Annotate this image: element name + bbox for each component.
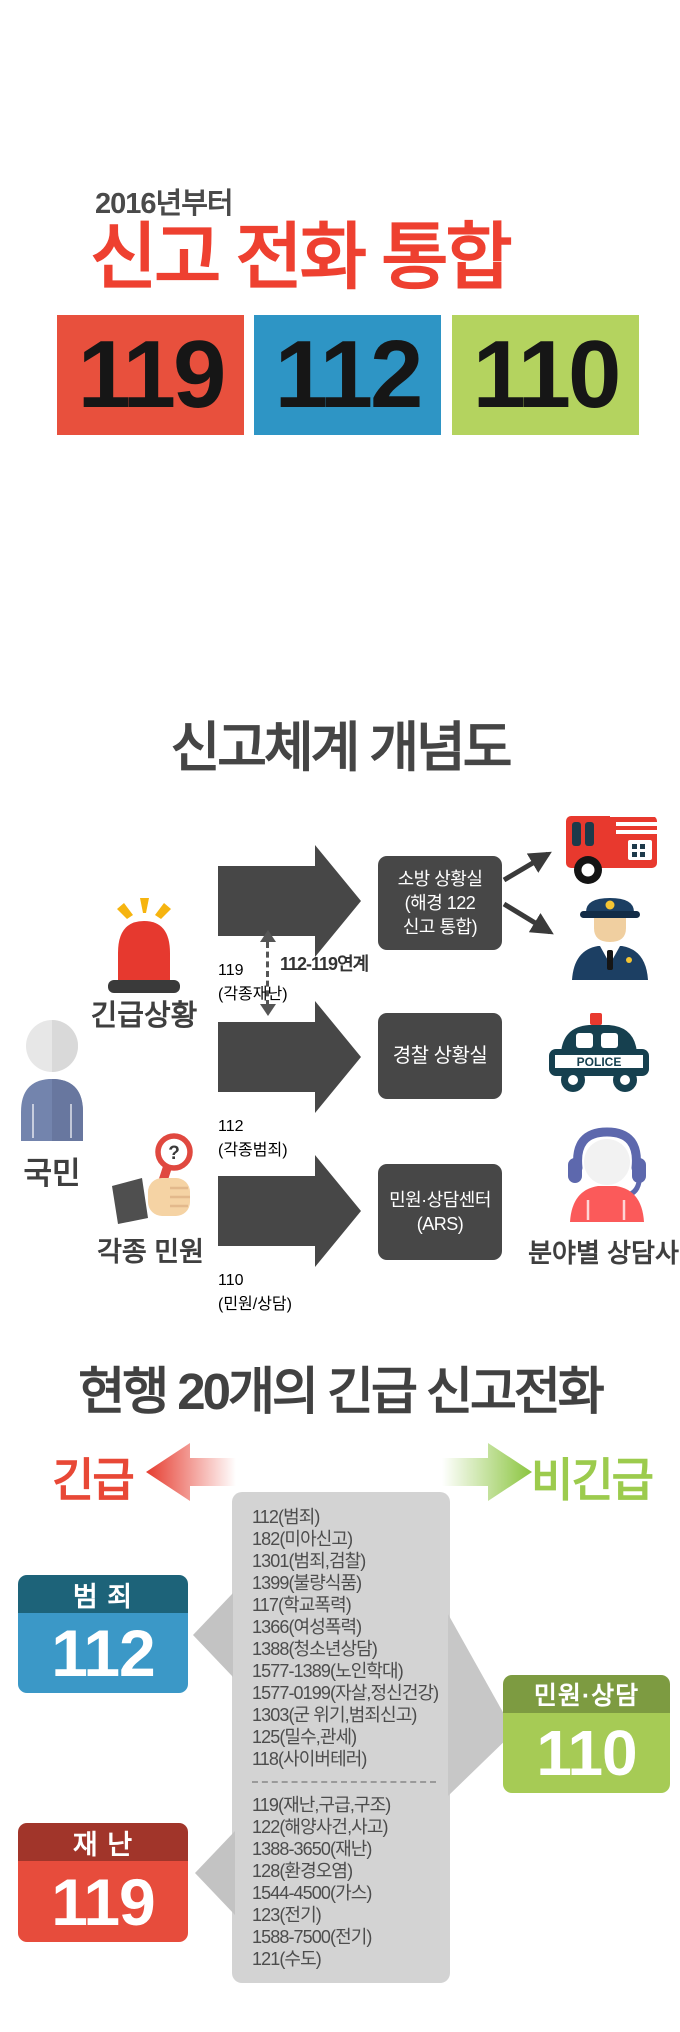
urgent-left-arrow — [146, 1443, 236, 1501]
hotline-list-box: 112(범죄)182(미아신고)1301(범죄,검찰)1399(불량식품)117… — [232, 1492, 450, 1983]
hotline-item: 182(미아신고) — [252, 1529, 353, 1549]
hotline-item: 1388(청소년상담) — [252, 1639, 378, 1659]
hotline-item: 119(재난,구급,구조) — [252, 1795, 391, 1815]
arrow-112-shape — [218, 1001, 361, 1113]
emergency-situation-label: 긴급상황 — [90, 1000, 198, 1032]
magnifier-question-mark: ? — [168, 1143, 180, 1164]
hotline-item: 1388-3650(재난) — [252, 1839, 372, 1859]
hotline-item: 122(해양사건,사고) — [252, 1817, 388, 1837]
hotline-item: 125(밀수,관세) — [252, 1727, 357, 1747]
police-car-icon: POLICE — [549, 1013, 649, 1092]
hotline-item: 117(학교폭력) — [252, 1595, 352, 1615]
hotline-item: 1577-1389(노인학대) — [252, 1661, 404, 1681]
urgent-hotline-list: 112(범죄)182(미아신고)1301(범죄,검찰)1399(불량식품)117… — [252, 1506, 450, 1770]
notch-to-disaster-box — [195, 1831, 235, 1915]
list-divider — [252, 1781, 436, 1783]
civil-counsel-center-box: 민원·상담센터 (ARS) — [378, 1164, 502, 1260]
non-urgent-hotline-list: 119(재난,구급,구조)122(해양사건,사고)1388-3650(재난)12… — [252, 1794, 450, 1970]
link-112-119-label: 112-119연계 — [280, 954, 369, 974]
non-urgent-label: 비긴급 — [531, 1454, 654, 1506]
civil-box-number: 110 — [503, 1713, 670, 1793]
link-arrowhead-up — [260, 930, 276, 942]
fire-truck-icon — [566, 812, 657, 884]
civil-complaint-label: 각종 민원 — [97, 1237, 204, 1267]
fire-control-room-box: 소방 상황실 (해경 122 신고 통합) — [378, 856, 502, 950]
citizen-label: 국민 — [23, 1156, 81, 1191]
disaster-category-box: 재 난 119 — [18, 1823, 188, 1942]
hotline-item: 112(범죄) — [252, 1507, 320, 1527]
counselor-label: 분야별 상담사 — [528, 1238, 679, 1268]
crime-category-box: 범 죄 112 — [18, 1575, 188, 1693]
hotline-item: 1366(여성폭력) — [252, 1617, 362, 1637]
arrow-119-shape — [218, 845, 361, 957]
hotline-item: 128(환경오염) — [252, 1861, 353, 1881]
hotline-item: 1301(범죄,검찰) — [252, 1551, 366, 1571]
siren-icon — [108, 898, 180, 993]
citizen-icon — [21, 1020, 83, 1141]
number-box-119: 119 — [57, 315, 244, 435]
non-urgent-right-arrow — [442, 1443, 532, 1501]
headset-counselor-icon — [568, 1127, 646, 1222]
hotline-item: 121(수도) — [252, 1949, 322, 1969]
arrow-110-shape — [218, 1155, 361, 1267]
disaster-box-number: 119 — [18, 1861, 188, 1942]
hotline-item: 1588-7500(전기) — [252, 1927, 372, 1947]
urgent-label: 긴급 — [52, 1454, 135, 1506]
arrow-to-civil-box — [448, 1614, 514, 1796]
diagram-title: 신고체계 개념도 — [170, 718, 513, 778]
police-car-text: POLICE — [577, 1055, 622, 1069]
link-arrowhead-down — [260, 1004, 276, 1016]
hotline-item: 118(사이버테러) — [252, 1749, 367, 1769]
police-officer-icon — [572, 898, 648, 980]
hotline-item: 1399(불량식품) — [252, 1573, 362, 1593]
dispatch-arrows — [502, 851, 554, 935]
arrow-110: 110 (민원/상담) — [218, 1155, 361, 1314]
arrow-112-text: 112 (각종범죄) — [218, 1118, 288, 1159]
arrow-119: 119 (각종재난) — [218, 845, 361, 1004]
page-title: 신고 전화 통합 — [90, 217, 513, 298]
hotline-item: 1544-4500(가스) — [252, 1883, 372, 1903]
bottom-title: 현행 20개의 긴급 신고전화 — [78, 1363, 604, 1420]
hotline-item: 1303(군 위기,범죄신고) — [252, 1705, 417, 1725]
arrow-119-text: 119 (각종재난) — [218, 962, 288, 1003]
arrow-110-text: 110 (민원/상담) — [218, 1272, 292, 1313]
disaster-box-header: 재 난 — [18, 1823, 188, 1861]
crime-box-header: 범 죄 — [18, 1575, 188, 1613]
number-box-112: 112 — [254, 315, 441, 435]
link-112-119-line — [266, 942, 269, 1006]
police-control-room-box: 경찰 상황실 — [378, 1013, 502, 1099]
civil-category-box: 민원·상담 110 — [503, 1675, 670, 1793]
hotline-item: 1577-0199(자살,정신건강) — [252, 1683, 439, 1703]
crime-box-number: 112 — [18, 1613, 188, 1693]
notch-to-crime-box — [193, 1593, 233, 1677]
magnifier-hand-icon: ? — [112, 1133, 193, 1224]
hotline-item: 123(전기) — [252, 1905, 322, 1925]
header-eyebrow: 2016년부터 — [95, 188, 234, 220]
number-box-110: 110 — [452, 315, 639, 435]
civil-box-header: 민원·상담 — [503, 1675, 670, 1713]
arrow-112: 112 (각종범죄) — [218, 1001, 361, 1160]
